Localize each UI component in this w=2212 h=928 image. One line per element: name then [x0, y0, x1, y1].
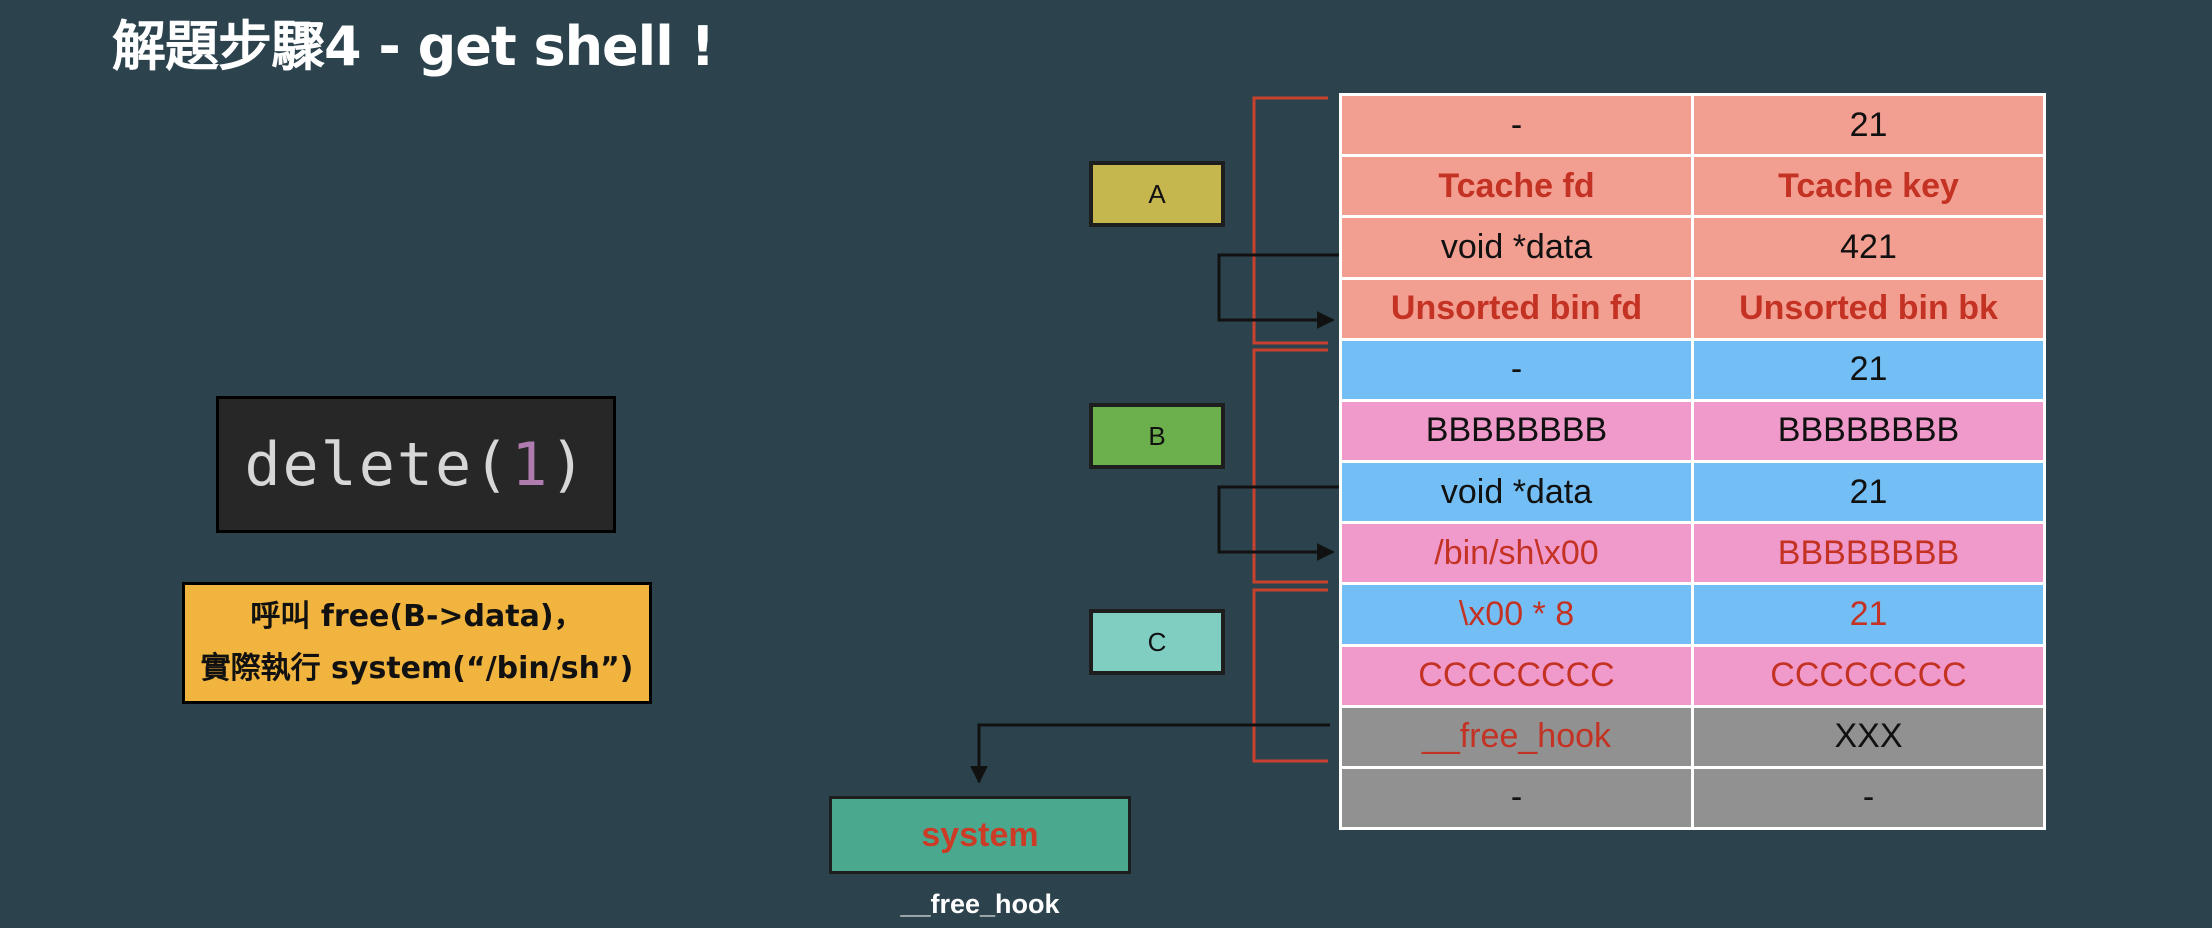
code-func: delete( — [244, 429, 512, 500]
memory-cell-left: - — [1342, 768, 1691, 827]
note-line-2: 實際執行 system(“/bin/sh”) — [200, 651, 634, 686]
memory-cell-right: 21 — [1694, 340, 2043, 399]
system-function-box: system — [829, 796, 1131, 874]
bracket-c — [1252, 588, 1328, 763]
memory-cell-right: 21 — [1694, 585, 2043, 644]
system-label: system — [921, 815, 1039, 854]
chunk-label-a-text: A — [1148, 178, 1166, 209]
memory-cell-right: - — [1694, 768, 2043, 827]
memory-cell-left: - — [1342, 96, 1691, 155]
system-caption: __free_hook — [900, 889, 1060, 919]
memory-cell-right: 21 — [1694, 463, 2043, 522]
memory-cell-left: __free_hook — [1342, 707, 1691, 766]
memory-cell-left: - — [1342, 340, 1691, 399]
explanation-note: 呼叫 free(B->data)， 實際執行 system(“/bin/sh”) — [182, 582, 652, 704]
arrow-free-hook — [970, 723, 1330, 784]
chunk-label-b-text: B — [1148, 420, 1166, 451]
memory-cell-right: BBBBBBBB — [1694, 524, 2043, 583]
memory-cell-right: 421 — [1694, 218, 2043, 277]
memory-cell-left: /bin/sh\x00 — [1342, 524, 1691, 583]
memory-cell-left: BBBBBBBB — [1342, 401, 1691, 460]
memory-cell-left: \x00 * 8 — [1342, 585, 1691, 644]
code-close: ) — [549, 429, 588, 500]
memory-cell-left: CCCCCCCC — [1342, 646, 1691, 705]
memory-cell-left: void *data — [1342, 218, 1691, 277]
memory-cell-right: CCCCCCCC — [1694, 646, 2043, 705]
arrow-a-data — [1217, 253, 1341, 329]
code-arg: 1 — [511, 429, 550, 500]
chunk-label-c-text: C — [1147, 626, 1167, 657]
memory-cell-right: Unsorted bin bk — [1694, 279, 2043, 338]
memory-cell-right: 21 — [1694, 96, 2043, 155]
arrow-b-data — [1217, 485, 1341, 561]
memory-cell-left: Tcache fd — [1342, 157, 1691, 216]
memory-cell-left: void *data — [1342, 463, 1691, 522]
memory-cell-right: Tcache key — [1694, 157, 2043, 216]
code-snippet: delete(1) — [216, 396, 616, 533]
chunk-label-b: B — [1089, 403, 1225, 469]
chunk-label-a: A — [1089, 161, 1225, 227]
bracket-b — [1252, 348, 1328, 584]
chunk-label-c: C — [1089, 609, 1225, 675]
memory-cell-left: Unsorted bin fd — [1342, 279, 1691, 338]
memory-cell-right: XXX — [1694, 707, 2043, 766]
memory-cell-right: BBBBBBBB — [1694, 401, 2043, 460]
bracket-a — [1252, 96, 1328, 345]
page-title: 解題步驟4 - get shell ! — [112, 15, 715, 78]
note-line-1: 呼叫 free(B->data)， — [250, 599, 584, 634]
